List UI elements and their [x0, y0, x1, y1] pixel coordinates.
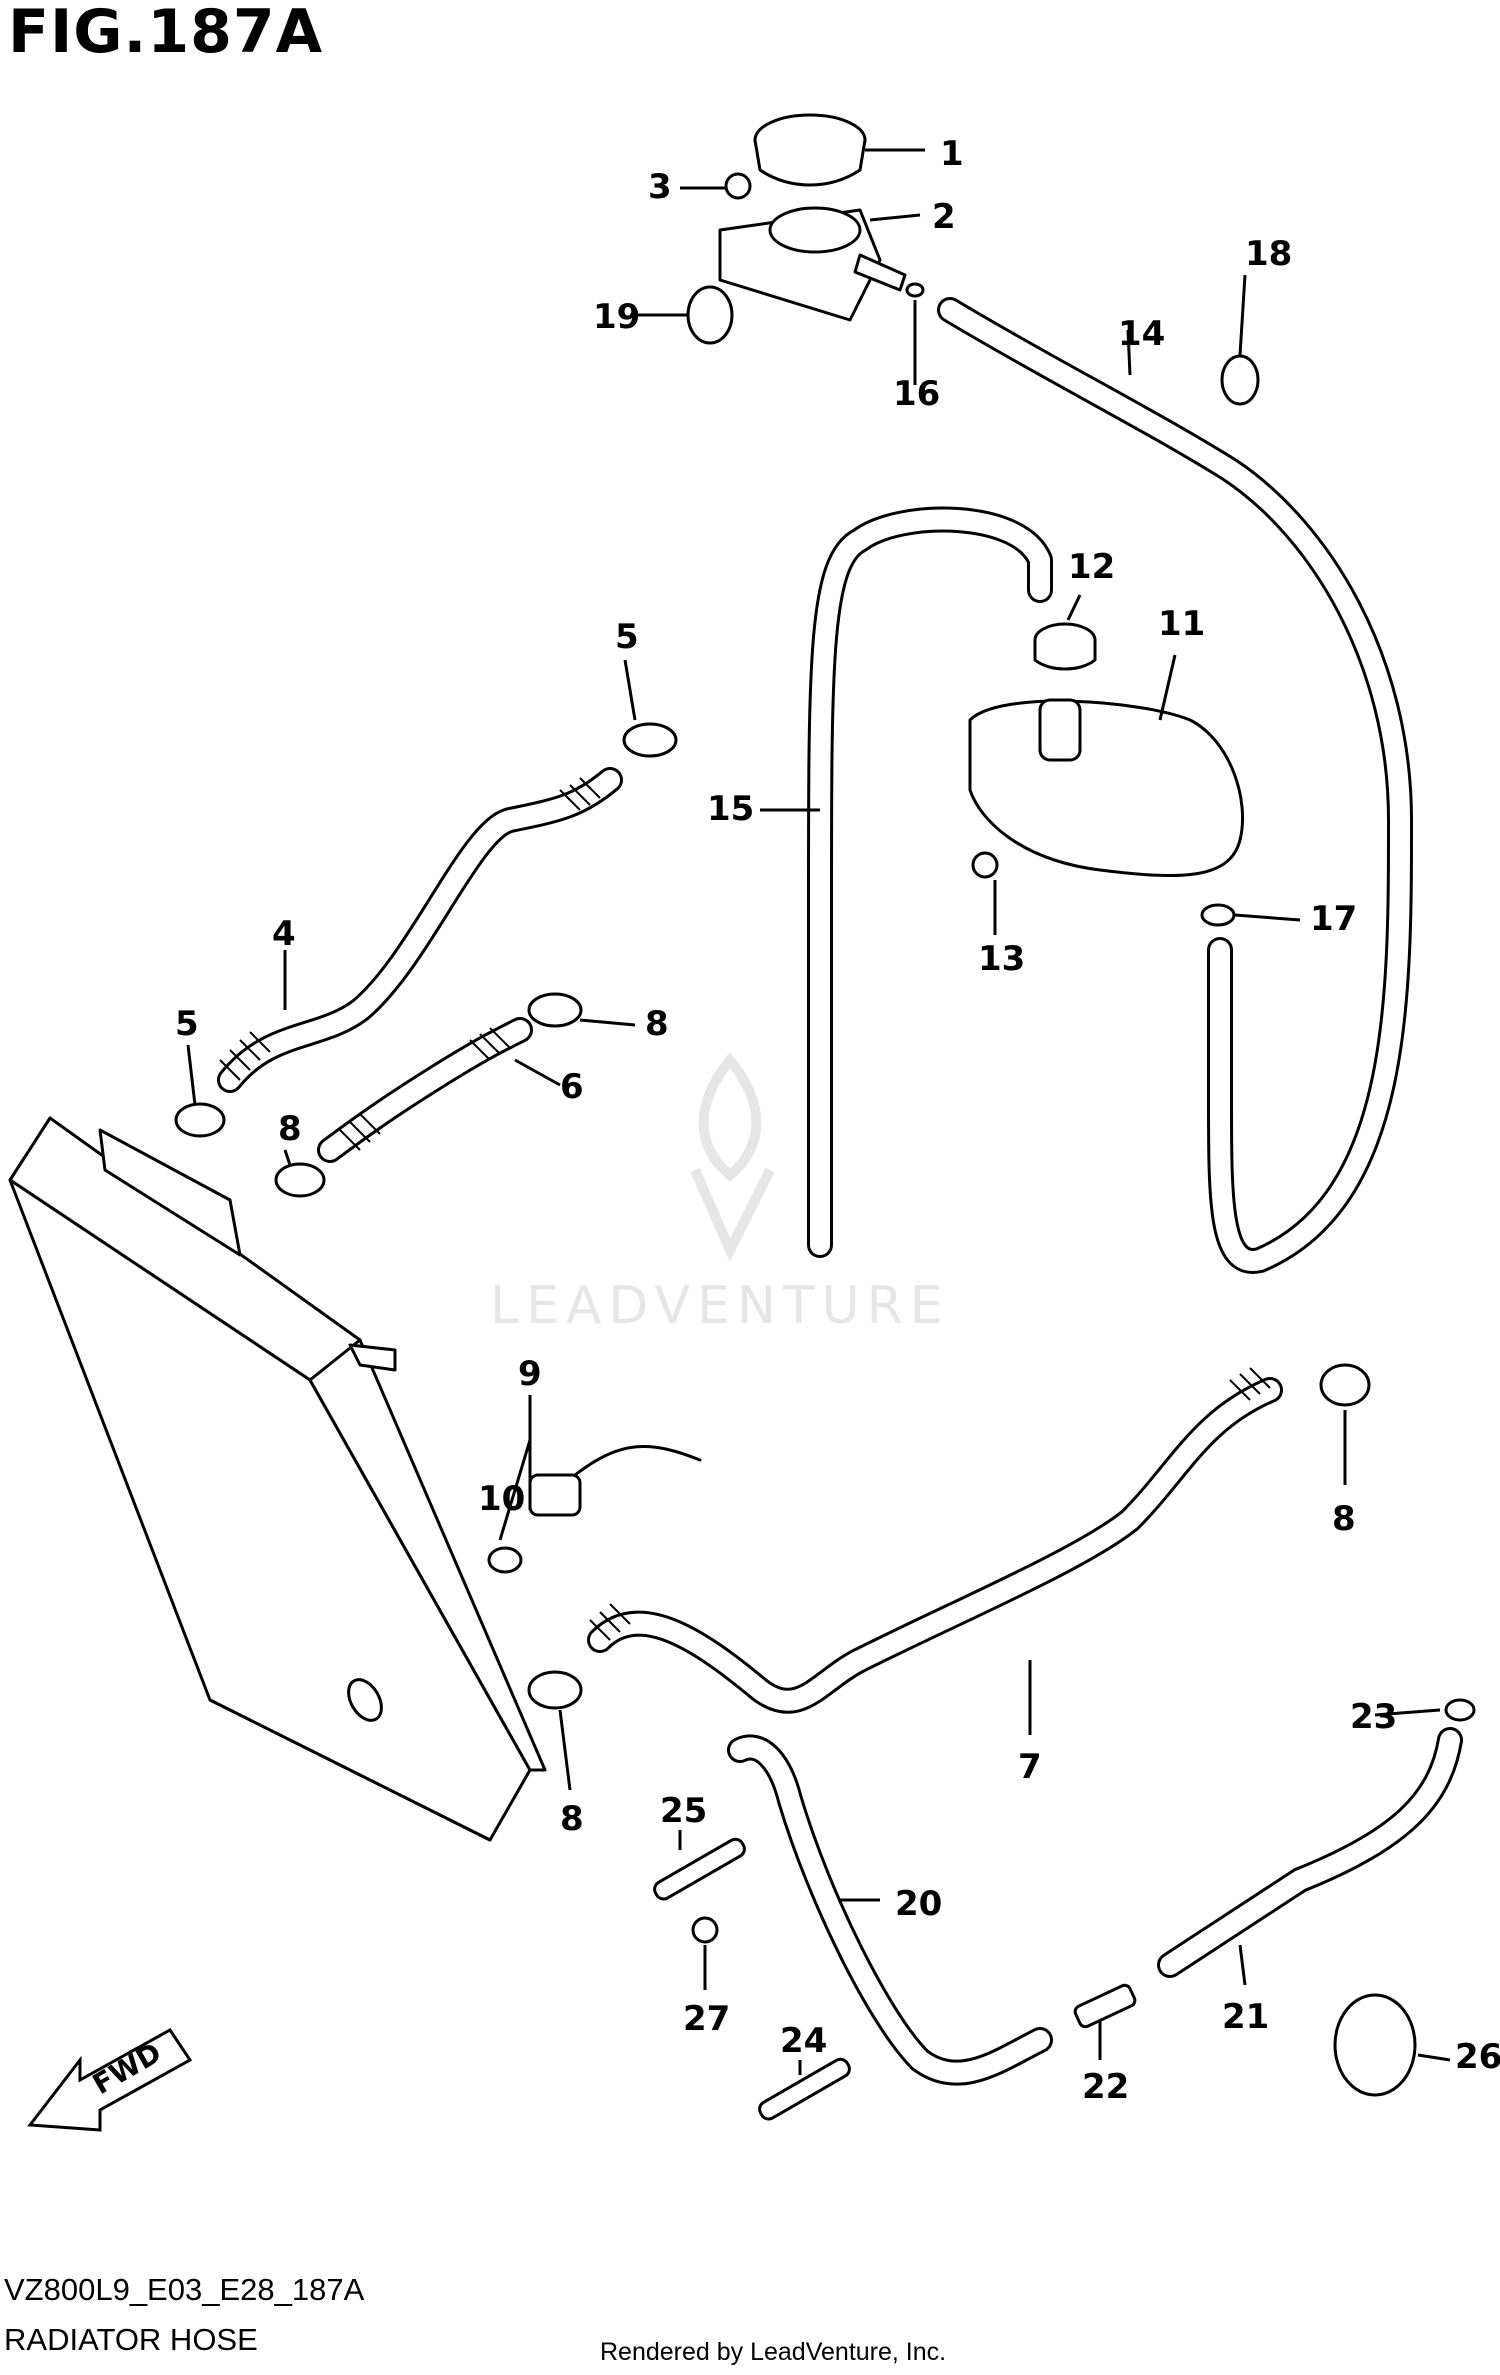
watermark-text: LEADVENTURE	[490, 1276, 950, 1336]
callout-13: 13	[978, 939, 1025, 979]
clamp-18[interactable]	[1220, 354, 1260, 406]
clamp-23[interactable]	[1444, 1698, 1476, 1722]
callout-10: 10	[478, 1479, 525, 1519]
hose-20-path[interactable]	[727, 1734, 1053, 2086]
watermark-logo	[690, 1051, 775, 1262]
callout-27: 27	[683, 1999, 730, 2039]
callout-18: 18	[1245, 234, 1292, 274]
callout-8-left: 8	[278, 1109, 302, 1149]
callout-17: 17	[1310, 899, 1357, 939]
figure-name: RADIATOR HOSE	[4, 2322, 258, 2357]
hose-14-path[interactable]	[937, 297, 1413, 1274]
callout-2: 2	[932, 197, 956, 237]
reservoir-cap-12[interactable]	[1033, 622, 1097, 671]
hose-6-path[interactable]	[317, 1017, 533, 1163]
bracket-19[interactable]	[686, 285, 734, 345]
holder-26[interactable]	[1333, 1993, 1417, 2097]
fwd-arrow: FWD	[27, 2028, 193, 2132]
callout-26: 26	[1455, 2037, 1500, 2077]
clamp-8-left[interactable]	[274, 1162, 326, 1198]
clamp-17[interactable]	[1200, 903, 1236, 927]
hose-7-path[interactable]	[587, 1367, 1283, 1714]
callout-19: 19	[593, 297, 640, 337]
filler-neck-2[interactable]	[718, 206, 907, 322]
model-code: VZ800L9_E03_E28_187A	[4, 2272, 365, 2307]
hose-4-path[interactable]	[217, 767, 623, 1093]
callout-21: 21	[1222, 1997, 1269, 2037]
callout-8-upper: 8	[645, 1004, 669, 1044]
reservoir-tank-11[interactable]	[968, 698, 1245, 878]
radiator-cap-1[interactable]	[753, 113, 867, 187]
callout-20: 20	[895, 1884, 942, 1924]
bolt-3[interactable]	[724, 172, 752, 200]
callout-11: 11	[1158, 604, 1205, 644]
rendered-by: Rendered by LeadVenture, Inc.	[600, 2338, 947, 2366]
callout-12: 12	[1068, 547, 1115, 587]
bolt-13[interactable]	[971, 851, 999, 879]
callout-1: 1	[940, 134, 964, 174]
callout-8-bottom: 8	[560, 1799, 584, 1839]
callout-15: 15	[707, 789, 754, 829]
figure-title: FIG.187A	[8, 0, 324, 67]
callout-labels: 1 2 3 19 16 18 14 12 11 15 13 17 5 4 5 8…	[175, 134, 1500, 2107]
callout-14: 14	[1118, 314, 1165, 354]
bolt-27[interactable]	[691, 1916, 719, 1944]
callout-24: 24	[780, 2021, 827, 2061]
hose-15-path[interactable]	[807, 506, 1053, 1258]
clamp-8-right[interactable]	[1319, 1363, 1371, 1407]
callout-3: 3	[648, 167, 672, 207]
callout-25: 25	[660, 1791, 707, 1831]
leader-lines	[186, 148, 1451, 2075]
joint-22[interactable]	[1073, 1983, 1137, 2029]
callout-5-lower: 5	[175, 1004, 199, 1044]
callout-22: 22	[1082, 2067, 1129, 2107]
clamp-8-bottom[interactable]	[527, 1670, 583, 1710]
radiator-core[interactable]	[8, 1116, 547, 1842]
callout-5-upper: 5	[615, 617, 639, 657]
clip-16[interactable]	[905, 282, 925, 298]
clamp-5-lower[interactable]	[174, 1102, 226, 1138]
callout-8-right: 8	[1332, 1499, 1356, 1539]
clamp-band-24[interactable]	[757, 2056, 853, 2122]
callout-7: 7	[1018, 1747, 1042, 1787]
o-ring-10[interactable]	[487, 1546, 523, 1574]
clamp-8-upper[interactable]	[527, 992, 583, 1028]
clamp-band-25[interactable]	[652, 1836, 748, 1902]
callout-23: 23	[1350, 1697, 1397, 1737]
callout-16: 16	[893, 374, 940, 414]
thermo-switch-9[interactable]	[528, 1445, 702, 1517]
clamp-5-upper[interactable]	[622, 722, 678, 758]
callout-9: 9	[518, 1354, 542, 1394]
callout-6: 6	[560, 1067, 584, 1107]
callout-4: 4	[272, 914, 296, 954]
hose-21-path[interactable]	[1157, 1727, 1463, 1978]
